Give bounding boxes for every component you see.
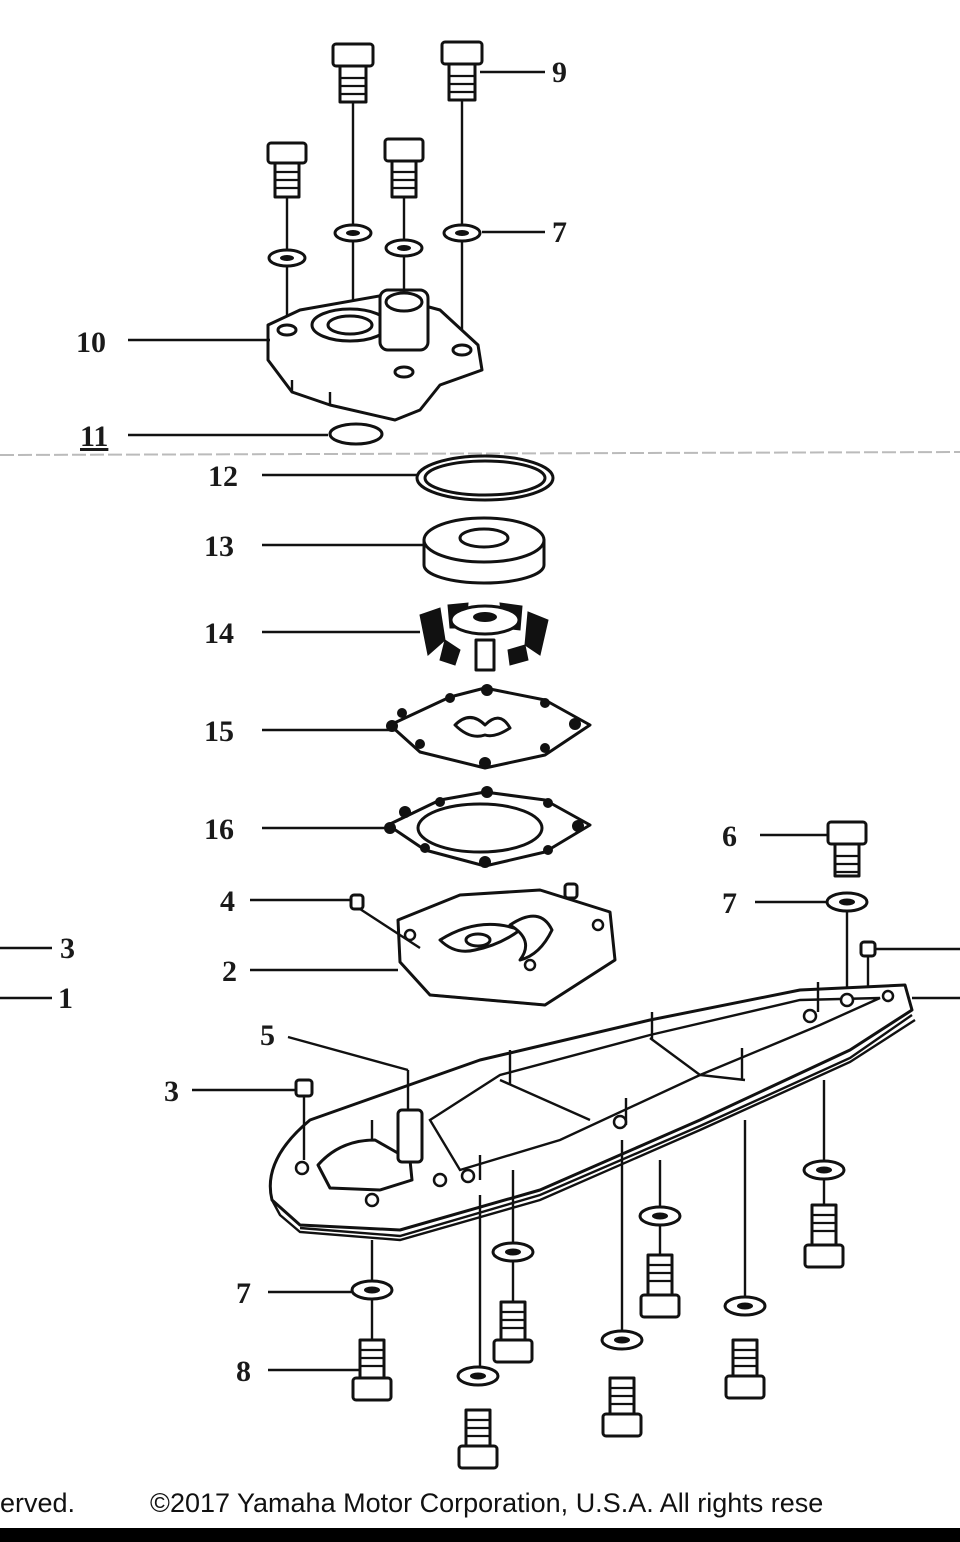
- callout-3-left-edge: 3: [60, 932, 75, 965]
- callout-10: 10: [76, 326, 106, 359]
- impeller-14: [419, 602, 549, 672]
- washer-7-top-set: [267, 223, 482, 365]
- copyright-footer: erved. ©2017 Yamaha Motor Corporation, U…: [0, 1488, 824, 1518]
- callout-14: 14: [204, 617, 234, 650]
- outer-plate-15: [386, 684, 592, 770]
- callout-7-top: 7: [552, 216, 567, 249]
- bottom-bolt-group: [350, 1080, 846, 1470]
- bolt-9-top-right: [440, 40, 484, 225]
- callout-7-right: 7: [722, 887, 737, 920]
- footer-bar: [0, 1528, 960, 1542]
- callout-11: 11: [80, 420, 108, 453]
- base-plate-pins: [370, 982, 820, 1180]
- callout-12: 12: [208, 460, 238, 493]
- bolt-9-top-left: [266, 141, 308, 252]
- callout-6: 6: [722, 820, 737, 853]
- callout-16: 16: [204, 813, 234, 846]
- pump-housing-10: [266, 288, 484, 422]
- base-plate-1: [268, 983, 960, 1242]
- bolt-6-right: [825, 820, 960, 995]
- callout-1: 1: [58, 982, 73, 1015]
- nut-3-left: [294, 1078, 314, 1160]
- leader-lines: [0, 70, 828, 1372]
- bolt-9-mid-right: [383, 137, 425, 240]
- bolt-9-mid-left: [331, 42, 375, 225]
- callout-8: 8: [236, 1355, 251, 1388]
- seal-ring-12: [415, 454, 555, 502]
- o-ring-11: [328, 422, 384, 446]
- callout-7-bottom: 7: [236, 1277, 251, 1310]
- callout-5: 5: [260, 1019, 275, 1052]
- scan-fold-line: [0, 451, 960, 456]
- insert-cartridge-13: [422, 516, 546, 585]
- callout-4: 4: [220, 885, 235, 918]
- callout-9: 9: [552, 56, 567, 89]
- callout-13: 13: [204, 530, 234, 563]
- callout-3-plate: 3: [164, 1075, 179, 1108]
- callout-2: 2: [222, 955, 237, 988]
- gasket-16: [384, 786, 592, 868]
- pin-5-leader: [287, 1035, 409, 1072]
- lower-plate-2: [359, 888, 617, 1007]
- callout-15: 15: [204, 715, 234, 748]
